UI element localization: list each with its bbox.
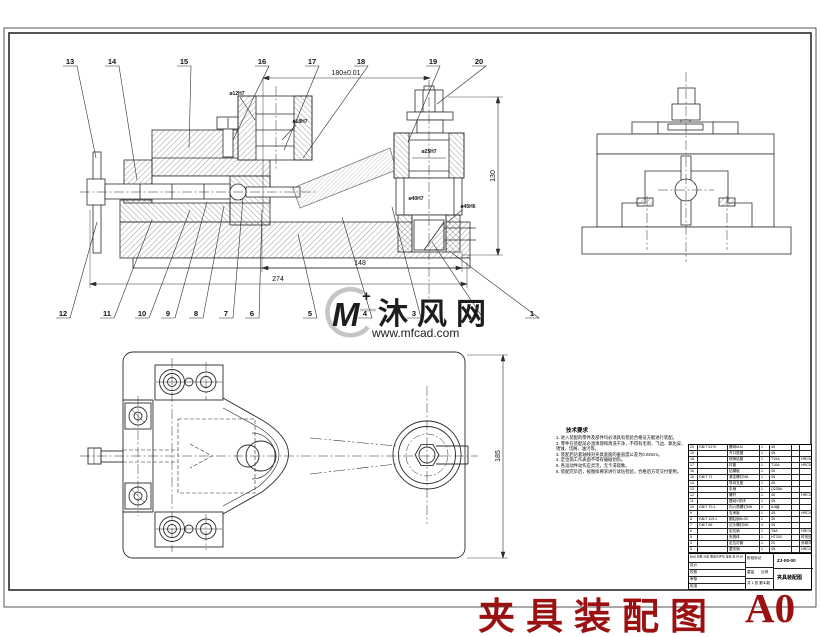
notes-line: 2. 零件在装配前必须清理和清洗干净，不得有毛刺、飞边、氧化皮、锈蚀、切屑、油污… (556, 440, 686, 452)
side-view (581, 72, 792, 262)
tb-sign-audit: 审核 (690, 577, 698, 581)
svg-text:19: 19 (429, 57, 437, 66)
svg-text:17: 17 (308, 57, 316, 66)
red-caption-cn: 夹具装配图 (478, 597, 718, 637)
tb-drawing-name: 夹具装配图 (777, 575, 803, 581)
watermark-brand: 沐风网 (378, 298, 495, 331)
svg-text:ø12H7: ø12H7 (229, 91, 244, 97)
plan-view (80, 351, 478, 559)
svg-text:ø45H6: ø45H6 (460, 204, 475, 210)
svg-text:18: 18 (357, 57, 365, 66)
tb-sign-approve: 批准 (690, 584, 698, 588)
red-caption-size: A0 (745, 585, 796, 631)
notes-line: 5. 各运动件动作应灵活，无卡滞现象。 (556, 462, 630, 468)
notes-title: 技术要求 (566, 428, 589, 434)
tb-sheets: 共 1 张 第 1 张 (747, 581, 771, 585)
tb-scale-label: 比例 (761, 570, 769, 574)
notes-line: 6. 装配完毕后，按图样要求进行试钻检验，合格后方可交付使用。 (556, 468, 682, 474)
svg-text:10: 10 (138, 309, 146, 318)
watermark-url: www.mfcad.com (371, 326, 459, 340)
dimensions: 180±0.01 130 148 274 185 ø12H7 ø18H7 ø25… (88, 70, 508, 560)
notes-line: 4. 定位销工作表面不得有磕碰划伤。 (556, 457, 626, 463)
svg-text:15: 15 (180, 57, 188, 66)
svg-text:ø25H7: ø25H7 (421, 149, 436, 155)
tb-drawing-code: ZJ-00-00 (777, 558, 796, 563)
watermark: M + 沐风网 www.mfcad.com (325, 287, 495, 340)
watermark-logo-letter: M (332, 296, 361, 333)
bom-row: 17 衬套1 T10A HRC58~64 (689, 463, 811, 469)
svg-text:20: 20 (475, 57, 483, 66)
svg-text:185: 185 (495, 450, 502, 462)
notes-line: 1. 进入装配的零件及部件均必须具有检验合格证方能进行装配。 (556, 435, 677, 440)
section-view (80, 78, 476, 300)
tb-sign-design: 设计 (690, 563, 698, 567)
bom-row: 12 螺杆1 45 HRC35~40 (689, 493, 811, 499)
svg-text:274: 274 (272, 276, 284, 283)
svg-text:3: 3 (412, 309, 416, 318)
watermark-logo-plus: + (362, 288, 371, 305)
svg-text:5: 5 (308, 309, 312, 318)
svg-text:4: 4 (363, 309, 368, 318)
svg-text:9: 9 (166, 309, 170, 318)
svg-text:ø18H7: ø18H7 (292, 119, 307, 125)
callout-leaders (56, 65, 540, 319)
svg-text:2: 2 (474, 309, 478, 318)
svg-text:ø40H7: ø40H7 (408, 196, 423, 202)
svg-text:1: 1 (530, 309, 534, 318)
svg-text:148: 148 (354, 260, 366, 267)
tb-sign-check: 校核 (690, 570, 698, 574)
tb-scale-value: 1:1 (763, 581, 768, 585)
svg-text:13: 13 (66, 57, 74, 66)
sheet-frame (3, 27, 817, 608)
svg-text:16: 16 (258, 57, 266, 66)
svg-text:14: 14 (108, 57, 117, 66)
svg-text:8: 8 (194, 309, 198, 318)
svg-text:6: 6 (250, 309, 254, 318)
tb-stage-label: 阶段标记 (747, 556, 762, 560)
svg-text:7: 7 (224, 309, 228, 318)
notes-lines: 1. 进入装配的零件及部件均必须具有检验合格证方能进行装配。2. 零件在装配前必… (556, 435, 688, 474)
notes-line: 3. 装配后钻套轴线对夹具底面的垂直度公差为0.02mm。 (556, 451, 663, 457)
callout-numbers: 13 14 15 16 17 18 19 20 12 11 10 9 8 7 6… (59, 57, 534, 318)
svg-text:12: 12 (59, 309, 67, 318)
notes-block: 技术要求 1. 进入装配的零件及部件均必须具有检验合格证方能进行装配。2. 零件… (556, 426, 688, 474)
svg-text:180±0.01: 180±0.01 (331, 70, 360, 77)
tb-revision-row: 标记 处数 分区 更改文件号 签名 年.月.日 (690, 555, 743, 559)
title-block: 标记 处数 分区 更改文件号 签名 年.月.日 设计 校核 审核 批准 阶段标记… (688, 553, 813, 590)
svg-text:11: 11 (103, 309, 111, 318)
red-caption: 夹具装配图 A0 (470, 584, 820, 637)
svg-text:130: 130 (490, 170, 497, 182)
tb-weight-label: 重量 (747, 570, 755, 574)
